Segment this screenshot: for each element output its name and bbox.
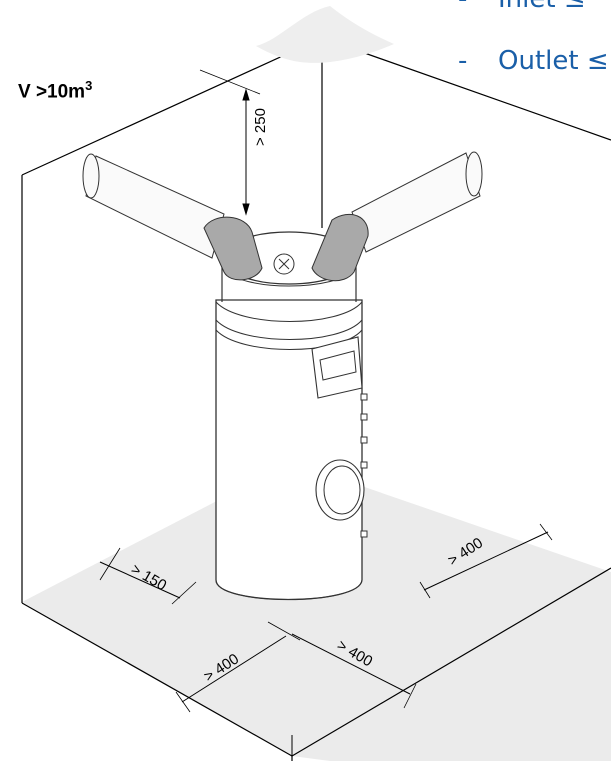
- bullet-inlet-text: Inlet ≤: [498, 0, 586, 14]
- top-clearance-dimension: [199, 69, 261, 216]
- left-duct-elbow: [203, 216, 263, 281]
- left-clearance-dimension: [99, 547, 197, 605]
- bullet-dash: -: [458, 0, 498, 14]
- left-air-duct: [85, 155, 225, 259]
- right-air-duct: [351, 152, 481, 253]
- top-clearance-label: > 250: [252, 108, 269, 146]
- bullet-dash: -: [458, 46, 468, 76]
- room-volume-exponent: 3: [85, 78, 93, 93]
- heat-pump-tank: [215, 231, 368, 601]
- room-volume-prefix: V >10m: [18, 81, 86, 103]
- bullet-outlet-text: Outlet ≤: [498, 46, 609, 76]
- room-volume-label: V >10m3: [18, 78, 92, 103]
- ceiling-sheet: [256, 6, 394, 63]
- right-clearance-dimension: [419, 523, 553, 599]
- front-left-dimension: [175, 621, 301, 713]
- room-walls: [21, 37, 611, 761]
- front-right-dimension: [291, 633, 417, 709]
- bullet-outlet: -Outlet ≤: [458, 46, 609, 76]
- right-duct-elbow: [311, 214, 369, 282]
- floor-plane: [22, 462, 611, 761]
- bullet-inlet: -Inlet ≤: [458, 0, 586, 14]
